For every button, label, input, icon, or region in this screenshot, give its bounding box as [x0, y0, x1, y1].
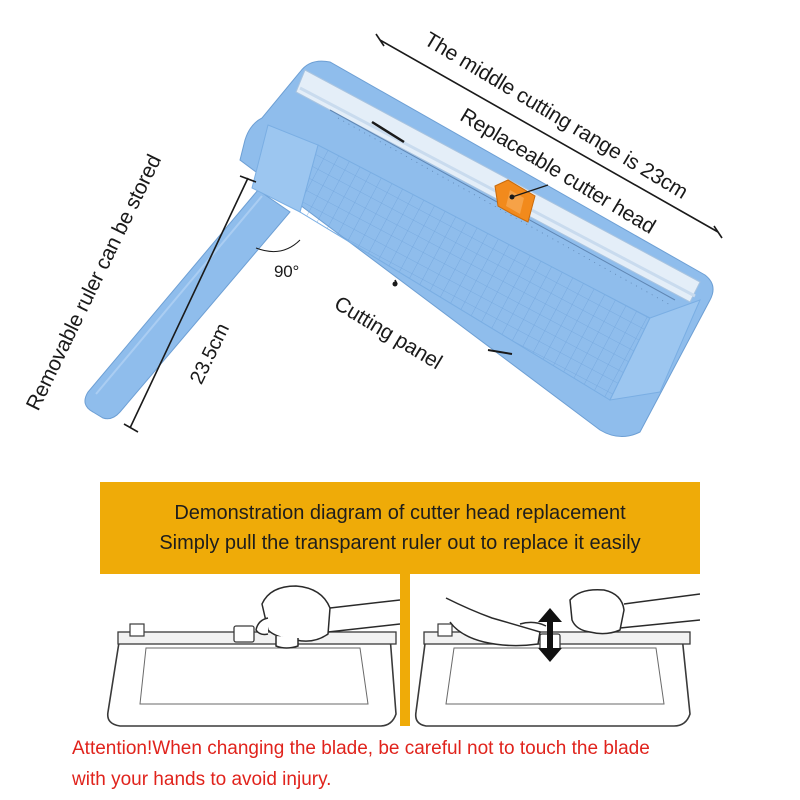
demo-step-left — [100, 574, 400, 732]
banner-title: Demonstration diagram of cutter head rep… — [174, 502, 626, 524]
warning-line-2: with your hands to avoid injury. — [72, 769, 332, 790]
trimmer-base — [239, 60, 714, 437]
demo-divider — [400, 574, 410, 726]
up-down-arrow-icon — [538, 608, 562, 662]
banner-subtitle: Simply pull the transparent ruler out to… — [159, 532, 641, 554]
replacement-banner: Demonstration diagram of cutter head rep… — [100, 482, 700, 574]
paper-trimmer-illustration — [84, 33, 723, 437]
cutting-panel-grid — [300, 145, 650, 400]
hand-icon — [255, 585, 400, 649]
pulling-hand-icon — [445, 588, 700, 647]
warning-line-1: Attention!When changing the blade, be ca… — [72, 738, 650, 759]
panel-pointer-dot — [392, 281, 398, 287]
safety-warning: Attention!When changing the blade, be ca… — [72, 733, 772, 795]
angle-label: 90° — [274, 262, 300, 281]
callout-lines — [123, 33, 723, 433]
demo-step-right — [410, 574, 700, 732]
cutter-head-pointer-dot — [509, 194, 515, 200]
